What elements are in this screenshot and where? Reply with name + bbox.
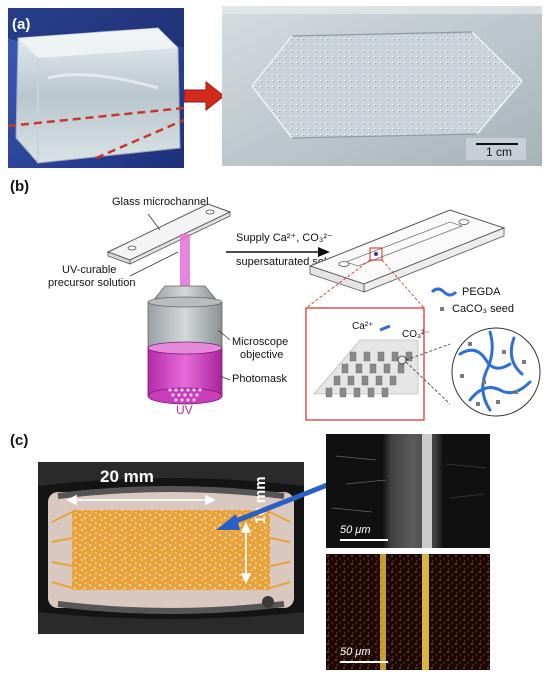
label-precursor-line1: UV-curable — [62, 264, 117, 276]
label-precursor-line2: precursor solution — [48, 277, 136, 289]
chip-schematic — [305, 209, 541, 421]
legend-caco3-seed: CaCO₃ seed — [452, 303, 514, 315]
panel-a-letter: (a) — [12, 16, 31, 33]
red-arrow-icon — [184, 80, 224, 112]
dim-label-20mm: 20 mm — [100, 467, 154, 486]
fabrication-schematic — [106, 203, 232, 405]
sem-image — [326, 434, 490, 548]
label-objective-line2: objective — [240, 349, 284, 361]
panel-b-letter: (b) — [10, 178, 30, 195]
label-objective-line1: Microscope — [232, 336, 289, 348]
supply-text-line1: Supply Ca²⁺, CO₃²⁻ — [236, 232, 333, 244]
device-photo — [38, 462, 304, 634]
blue-arrow-icon — [216, 481, 330, 530]
process-arrow-icon — [226, 247, 330, 257]
label-photomask: Photomask — [232, 373, 288, 385]
scale-bar-1cm: 1 cm — [486, 145, 513, 159]
mold-photo — [222, 6, 542, 166]
dimension-arrows — [66, 494, 252, 584]
sem-scale-bar: 50 μm — [340, 524, 371, 536]
label-uv: UV — [176, 403, 193, 417]
pdms-block-photo — [8, 8, 184, 168]
panel-c-letter: (c) — [10, 432, 29, 449]
fluorescence-image — [326, 554, 490, 670]
zoom-label-ca: Ca²⁺ — [352, 321, 374, 332]
label-glass-microchannel: Glass microchannel — [112, 196, 209, 208]
legend-pegda: PEGDA — [462, 286, 501, 298]
zoom-label-co3: CO₃²⁻ — [402, 329, 430, 340]
fluoro-scale-bar: 50 μm — [340, 646, 371, 658]
